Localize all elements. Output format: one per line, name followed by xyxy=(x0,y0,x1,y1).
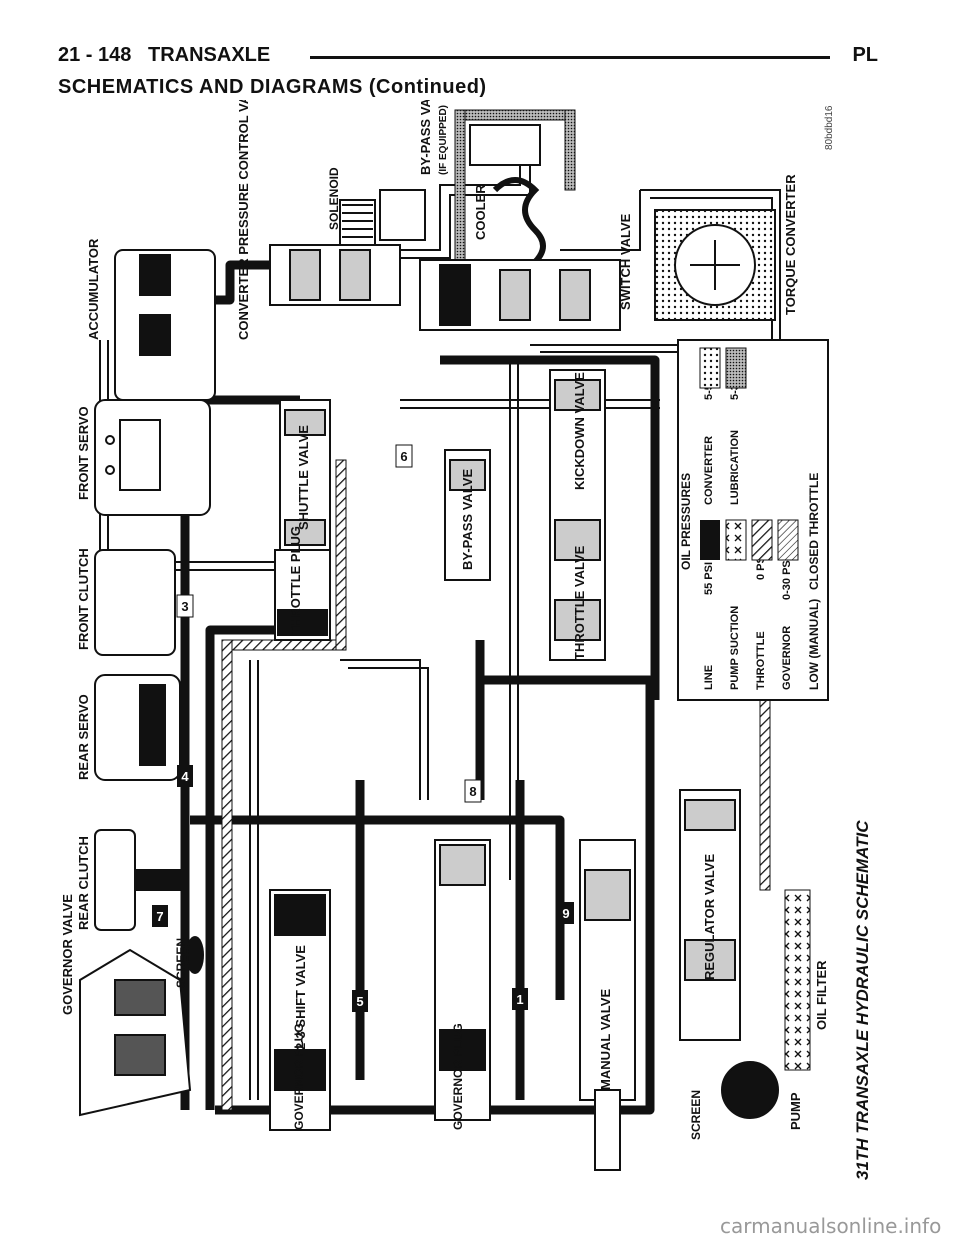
governor-valve xyxy=(79,936,204,1117)
circuit-marker-1: 1 xyxy=(512,988,528,1010)
switch-valve xyxy=(419,259,621,331)
label-regulator-valve: REGULATOR VALVE xyxy=(702,854,717,980)
circuit-markers: 1 3 4 5 6 7 8 9 xyxy=(152,444,574,1012)
label-switch-valve: SWITCH VALVE xyxy=(618,213,633,310)
passage-right-main xyxy=(440,355,660,700)
svg-text:6: 6 xyxy=(400,449,407,464)
svg-text:LUBRICATION: LUBRICATION xyxy=(729,430,741,505)
label-shift-valve-2-3: 2-3 SHIFT VALVE xyxy=(293,945,308,1050)
regulator-valve xyxy=(679,789,741,1041)
rear-clutch xyxy=(94,829,181,931)
throttle-plug xyxy=(274,549,331,641)
label-converter-pressure-control-valve: CONVERTER PRESSURE CONTROL VALVE xyxy=(236,100,251,340)
label-solenoid: SOLENOID xyxy=(327,167,341,230)
front-clutch xyxy=(94,549,176,656)
circuit-marker-9: 9 xyxy=(558,902,574,924)
svg-text:4: 4 xyxy=(181,769,189,784)
label-front-servo: FRONT SERVO xyxy=(76,406,91,500)
label-rear-servo: REAR SERVO xyxy=(76,694,91,780)
svg-text:55 PSI: 55 PSI xyxy=(703,562,715,595)
component-labels: ACCUMULATOR FRONT SERVO FRONT CLUTCH REA… xyxy=(60,100,835,1140)
page-subtitle: SCHEMATICS AND DIAGRAMS (Continued) xyxy=(58,76,487,98)
label-if-equipped: (IF EQUIPPED) xyxy=(438,105,449,175)
label-throttle-valve: THROTTLE VALVE xyxy=(572,545,587,660)
label-governor-plug-2: GOVERNOR PLUG xyxy=(451,1023,465,1130)
pump xyxy=(721,1061,779,1119)
circuit-marker-8: 8 xyxy=(464,779,482,803)
oil-filter xyxy=(784,889,811,1071)
svg-text:3: 3 xyxy=(181,599,188,614)
figure-caption: 31TH TRANSAXLE HYDRAULIC SCHEMATIC xyxy=(853,820,872,1180)
section-title: TRANSAXLE xyxy=(148,44,271,66)
converter-pressure-control-valve xyxy=(269,244,401,306)
oil-pressure-legend: OIL PRESSURES LINE 55 PSI PUMP SUCTION T… xyxy=(677,339,829,701)
label-governor-plug-1: GOVERNOR PLUG xyxy=(292,1023,306,1130)
passage-lower-cross xyxy=(190,815,565,1000)
svg-text:5: 5 xyxy=(356,994,363,1009)
legend-mode: CLOSED THROTTLE xyxy=(807,473,821,590)
label-bypass-valve-mid: BY-PASS VALVE xyxy=(460,469,475,570)
circuit-marker-4: 4 xyxy=(177,765,193,787)
line-pressure-passages xyxy=(145,260,660,1115)
svg-text:LINE: LINE xyxy=(703,665,715,690)
legend-item-line: LINE 55 PSI xyxy=(700,520,720,690)
front-servo xyxy=(94,399,211,516)
figure-id: 80bdbd16 xyxy=(824,105,835,150)
svg-text:PUMP SUCTION: PUMP SUCTION xyxy=(729,606,741,690)
svg-text:1: 1 xyxy=(516,992,523,1007)
svg-text:GOVERNOR: GOVERNOR xyxy=(781,626,793,690)
legend-mode-prefix: LOW (MANUAL) xyxy=(807,599,821,690)
legend-item-governor: GOVERNOR 0-30 PSI xyxy=(777,519,799,690)
label-kickdown-valve: KICKDOWN VALVE xyxy=(572,372,587,490)
legend-item-converter: CONVERTER 5-55 PSI xyxy=(699,347,721,505)
page-number: 21 - 148 xyxy=(58,44,132,66)
circuit-marker-3: 3 xyxy=(176,594,194,618)
kickdown-throttle-valve xyxy=(549,369,606,661)
page-header: 21 - 148 TRANSAXLE PL xyxy=(58,44,878,74)
manual-valve xyxy=(579,839,636,1171)
legend-item-throttle: THROTTLE 0 PSI xyxy=(751,519,773,690)
label-throttle-plug: THROTTLE PLUG xyxy=(288,526,303,635)
legend-title: OIL PRESSURES xyxy=(679,473,693,570)
svg-text:CONVERTER: CONVERTER xyxy=(703,436,715,505)
svg-text:9: 9 xyxy=(562,906,569,921)
label-governor-valve: GOVERNOR VALVE xyxy=(60,894,75,1015)
label-shuttle-valve: SHUTTLE VALVE xyxy=(296,425,311,530)
shift-valve-2-3 xyxy=(269,889,331,1131)
passage-bottom-loop xyxy=(215,675,655,1115)
label-torque-converter: TORQUE CONVERTER xyxy=(783,174,798,315)
section-code: PL xyxy=(852,44,878,66)
torque-converter xyxy=(654,209,776,321)
circuit-marker-7: 7 xyxy=(152,905,168,927)
svg-text:8: 8 xyxy=(469,784,476,799)
label-pump: PUMP xyxy=(788,1092,803,1130)
label-bypass-valve-top: BY-PASS VALVE xyxy=(418,100,433,175)
bypass-valve-mid xyxy=(444,449,491,581)
label-oil-filter: OIL FILTER xyxy=(814,960,829,1030)
header-rule xyxy=(310,56,830,59)
label-screen-left: SCREEN xyxy=(174,938,188,988)
watermark: carmanualsonline.info xyxy=(720,1214,942,1238)
label-manual-valve: MANUAL VALVE xyxy=(598,989,613,1090)
solenoid xyxy=(339,189,426,246)
circuit-marker-6: 6 xyxy=(395,444,413,468)
svg-text:THROTTLE: THROTTLE xyxy=(755,631,767,690)
label-rear-clutch: REAR CLUTCH xyxy=(76,836,91,930)
label-cooler: COOLER xyxy=(473,184,488,240)
label-front-clutch: FRONT CLUTCH xyxy=(76,548,91,650)
hydraulic-schematic: 1 3 4 5 6 7 8 9 ACCUMULATOR FRONT SERVO … xyxy=(60,100,872,1180)
shift-valve-1-2 xyxy=(434,839,491,1121)
svg-text:0-30 PSI: 0-30 PSI xyxy=(781,557,793,600)
cooler xyxy=(469,124,546,273)
circuit-marker-5: 5 xyxy=(352,990,368,1012)
accumulator xyxy=(114,249,216,401)
rear-servo xyxy=(94,674,181,781)
legend-item-pump-suction: PUMP SUCTION xyxy=(725,519,747,690)
label-accumulator: ACCUMULATOR xyxy=(86,238,101,340)
label-screen-bottom: SCREEN xyxy=(689,1090,703,1140)
svg-text:7: 7 xyxy=(156,909,163,924)
passage-left-inner xyxy=(205,625,300,1110)
legend-item-lubrication: LUBRICATION 5-30 PSI xyxy=(725,347,747,505)
